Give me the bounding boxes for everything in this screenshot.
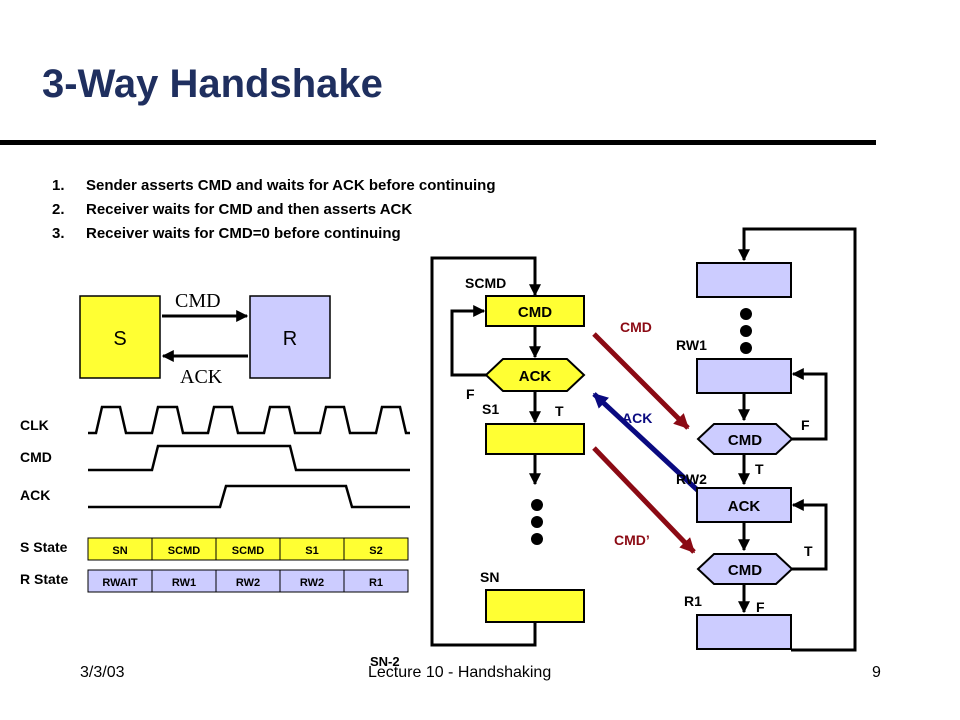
cmd-signal-text: CMD bbox=[620, 319, 652, 335]
timing-diagram: CLK CMD ACK S State R State SN SCMD SCMD… bbox=[20, 405, 410, 593]
bullet-number: 2. bbox=[52, 201, 65, 218]
cmd-decision-text: CMD bbox=[728, 432, 762, 449]
receiver-top-box bbox=[696, 262, 792, 298]
rw2-true-loop-wire bbox=[791, 499, 828, 571]
clk-signal-label: CLK bbox=[20, 417, 49, 433]
sender-flowchart: SCMD CMD ACK F S1 T SN bbox=[430, 256, 586, 647]
bullet-item: 3. Receiver waits for CMD=0 before contin… bbox=[52, 222, 496, 246]
s-state-value: SN bbox=[112, 545, 127, 557]
ack-state-box bbox=[696, 487, 792, 523]
bullet-text: Sender asserts CMD and waits for ACK bef… bbox=[86, 177, 496, 194]
cmd-state-text: CMD bbox=[518, 304, 552, 321]
ack-wire-label: ACK bbox=[180, 366, 223, 388]
r-state-value: RW2 bbox=[236, 577, 260, 589]
footer-tag: SN-2 bbox=[370, 654, 400, 669]
rw1-label: RW1 bbox=[676, 337, 707, 353]
s-state-value: SCMD bbox=[168, 545, 200, 557]
false-loop-wire bbox=[450, 305, 486, 377]
false-label: F bbox=[466, 386, 475, 402]
footer-date: 3/3/03 bbox=[80, 664, 125, 681]
bullet-list: 1. Sender asserts CMD and waits for ACK b… bbox=[52, 174, 496, 246]
ack-signal-text: ACK bbox=[622, 410, 652, 426]
r-state-label: R State bbox=[20, 571, 68, 587]
s-state-label: S State bbox=[20, 539, 68, 555]
ellipsis-dot bbox=[740, 308, 752, 320]
ellipsis-dot bbox=[740, 342, 752, 354]
true-label: T bbox=[555, 403, 564, 419]
cmd-signal-arrow bbox=[592, 332, 690, 430]
bullet-number: 1. bbox=[52, 177, 65, 194]
r1-state-box bbox=[696, 614, 792, 650]
ack-waveform bbox=[88, 484, 410, 509]
receiver-loop-wire bbox=[738, 227, 857, 652]
sender-loop-wire bbox=[430, 256, 541, 647]
state-cell bbox=[343, 537, 409, 561]
rw1-state-box bbox=[696, 358, 792, 394]
handshake-signals: CMD ACK CMD’ bbox=[592, 319, 708, 554]
r-state-row: RWAIT RW1 RW2 RW2 R1 bbox=[87, 569, 409, 593]
false-label: F bbox=[801, 417, 810, 433]
bullet-number: 3. bbox=[52, 225, 65, 242]
cmd-decision-2-text: CMD bbox=[728, 562, 762, 579]
bullet-text: Receiver waits for CMD=0 before continui… bbox=[86, 225, 401, 242]
state-cell bbox=[343, 569, 409, 593]
footer-lecture: Lecture 10 - Handshaking bbox=[368, 664, 552, 681]
ellipsis-dot bbox=[740, 325, 752, 337]
rw1-false-loop-wire bbox=[791, 368, 828, 441]
scmd-label: SCMD bbox=[465, 275, 506, 291]
slide-title: 3-Way Handshake bbox=[42, 62, 383, 106]
receiver-flowchart: RW1 CMD F T RW2 ACK CMD T R1 F bbox=[676, 227, 857, 652]
title-rule bbox=[0, 140, 876, 145]
true-label: T bbox=[755, 461, 764, 477]
bullet-text: Receiver waits for CMD and then asserts … bbox=[86, 201, 413, 218]
cmd-wire-label: CMD bbox=[175, 290, 221, 312]
ack-decision-text: ACK bbox=[519, 368, 552, 385]
ack-signal-label: ACK bbox=[20, 487, 50, 503]
clk-waveform bbox=[88, 405, 410, 435]
rw2-label: RW2 bbox=[676, 471, 707, 487]
r-state-value: RW1 bbox=[172, 577, 196, 589]
ack-signal-arrow bbox=[592, 392, 708, 500]
r-state-value: RWAIT bbox=[102, 577, 138, 589]
sn-label: SN bbox=[480, 569, 499, 585]
receiver-label: R bbox=[283, 328, 297, 350]
s-state-value: SCMD bbox=[232, 545, 264, 557]
footer-page: 9 bbox=[872, 664, 881, 681]
ack-state-text: ACK bbox=[728, 498, 761, 515]
cmd-signal-label: CMD bbox=[20, 449, 52, 465]
cmd-prime-signal-arrow bbox=[592, 446, 696, 554]
s1-state-box bbox=[485, 423, 585, 455]
s1-label: S1 bbox=[482, 401, 499, 417]
cmd-decision-2 bbox=[696, 553, 794, 585]
sn-state-box bbox=[485, 589, 585, 623]
sender-label: S bbox=[113, 328, 126, 350]
r-state-value: RW2 bbox=[300, 577, 324, 589]
cmd-decision bbox=[696, 423, 794, 455]
ellipsis-dot bbox=[531, 499, 543, 511]
true-label-2: T bbox=[804, 543, 813, 559]
s-state-value: S1 bbox=[305, 545, 318, 557]
cmd-prime-signal-text: CMD’ bbox=[614, 532, 650, 548]
r1-label: R1 bbox=[684, 593, 702, 609]
bullet-item: 1. Sender asserts CMD and waits for ACK b… bbox=[52, 174, 496, 198]
cmd-waveform bbox=[88, 444, 410, 472]
receiver-box bbox=[249, 295, 331, 379]
r-state-value: R1 bbox=[369, 577, 383, 589]
sr-block-diagram: S R CMD ACK bbox=[79, 290, 331, 388]
s-state-row: SN SCMD SCMD S1 S2 bbox=[87, 537, 409, 561]
false-label-2: F bbox=[756, 599, 765, 615]
bullet-item: 2. Receiver waits for CMD and then assert… bbox=[52, 198, 496, 222]
s-state-value: S2 bbox=[369, 545, 382, 557]
ellipsis-dot bbox=[531, 516, 543, 528]
sender-box bbox=[79, 295, 161, 379]
ellipsis-dot bbox=[531, 533, 543, 545]
